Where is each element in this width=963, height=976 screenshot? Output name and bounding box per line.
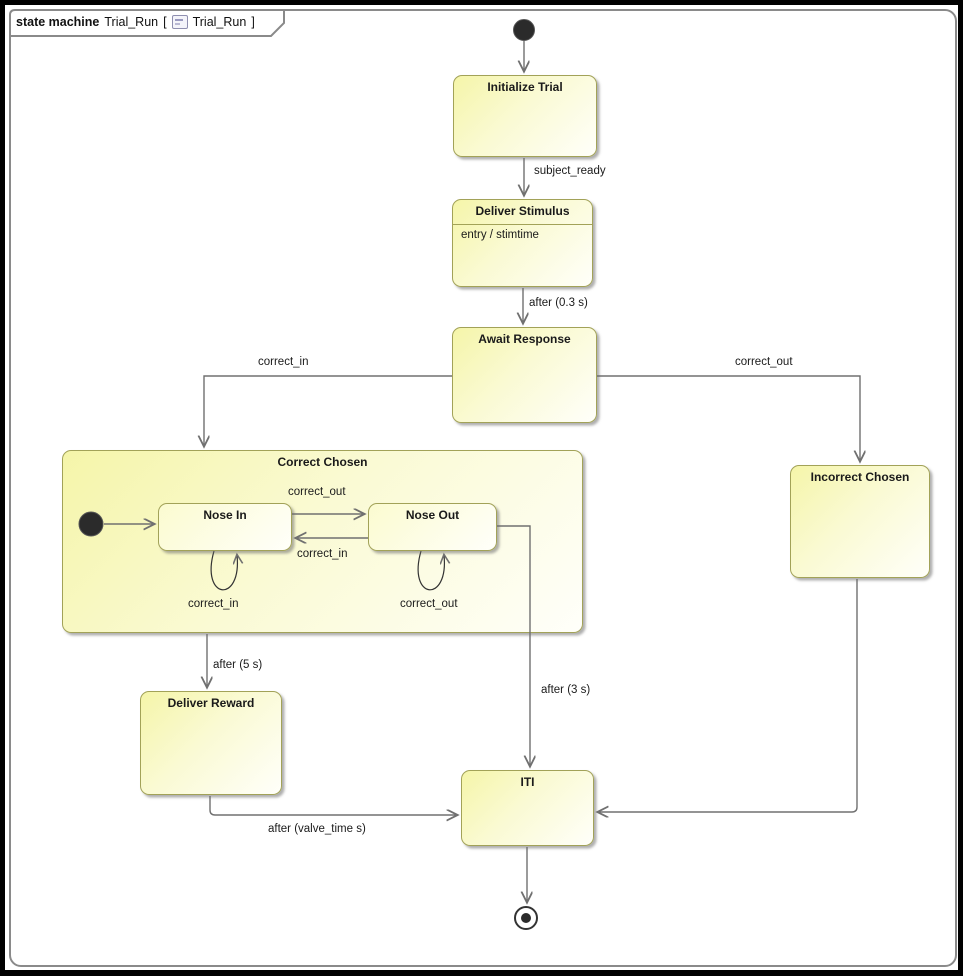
state-title: Incorrect Chosen bbox=[810, 470, 910, 484]
transition-correct-out[interactable] bbox=[597, 375, 860, 461]
state-entry-activity: entry / stimtime bbox=[461, 229, 539, 241]
transition-label-after-3s[interactable]: after (3 s) bbox=[541, 684, 591, 696]
transition-incorrect-to-iti[interactable] bbox=[598, 579, 858, 812]
transition-label-nose-in-to-out[interactable]: correct_out bbox=[288, 486, 346, 498]
state-nose-out[interactable]: Nose Out bbox=[368, 503, 497, 551]
inner-initial-pseudostate-icon[interactable] bbox=[78, 511, 104, 537]
state-iti[interactable]: ITI bbox=[461, 770, 594, 846]
transition-label-after-03s[interactable]: after (0.3 s) bbox=[529, 297, 588, 309]
transition-label-after-5s[interactable]: after (5 s) bbox=[213, 659, 263, 671]
transition-label-nose-out-self[interactable]: correct_out bbox=[400, 598, 458, 610]
state-title: Initialize Trial bbox=[487, 80, 563, 94]
frame-bracket-close: ] bbox=[251, 15, 255, 29]
transition-nose-out-self-loop[interactable] bbox=[417, 550, 444, 591]
state-incorrect-chosen[interactable]: Incorrect Chosen bbox=[790, 465, 930, 578]
transition-nose-in-self-loop[interactable] bbox=[210, 550, 237, 591]
initial-pseudostate-icon[interactable] bbox=[513, 19, 535, 41]
state-title: Nose Out bbox=[405, 508, 460, 522]
transition-label-nose-out-to-in[interactable]: correct_in bbox=[297, 548, 348, 560]
state-machine-diagram-icon bbox=[171, 15, 188, 29]
state-title: Await Response bbox=[478, 332, 571, 346]
state-initialize-trial[interactable]: Initialize Trial bbox=[453, 75, 597, 157]
transition-label-nose-in-self[interactable]: correct_in bbox=[188, 598, 239, 610]
frame-diagram-name: Trial_Run bbox=[192, 15, 247, 29]
state-title: Nose In bbox=[203, 508, 247, 522]
state-await-response[interactable]: Await Response bbox=[452, 327, 597, 423]
state-title: ITI bbox=[520, 775, 535, 789]
transition-label-correct-in[interactable]: correct_in bbox=[258, 356, 309, 368]
transition-label-correct-out[interactable]: correct_out bbox=[735, 356, 793, 368]
frame-machine-name: Trial_Run bbox=[104, 15, 159, 29]
frame-title: state machine Trial_Run [ Trial_Run ] bbox=[16, 13, 255, 31]
state-deliver-reward[interactable]: Deliver Reward bbox=[140, 691, 282, 795]
transition-after-valve-time[interactable] bbox=[209, 796, 457, 815]
state-deliver-stimulus[interactable]: Deliver Stimulus entry / stimtime bbox=[452, 199, 593, 287]
frame-bracket-open: [ bbox=[163, 15, 167, 29]
transition-after-3s[interactable] bbox=[497, 525, 530, 766]
compartment-separator bbox=[453, 224, 592, 225]
frame-kind-label: state machine bbox=[16, 15, 100, 29]
transition-correct-in[interactable] bbox=[204, 375, 452, 446]
frame-title-tab bbox=[9, 9, 285, 37]
state-nose-in[interactable]: Nose In bbox=[158, 503, 292, 551]
transition-label-subject-ready[interactable]: subject_ready bbox=[534, 165, 606, 177]
state-title: Deliver Stimulus bbox=[475, 204, 570, 218]
final-state-dot bbox=[521, 913, 531, 923]
state-title: Correct Chosen bbox=[277, 455, 368, 469]
state-title: Deliver Reward bbox=[167, 696, 255, 710]
transition-label-after-valve-time[interactable]: after (valve_time s) bbox=[268, 823, 366, 835]
